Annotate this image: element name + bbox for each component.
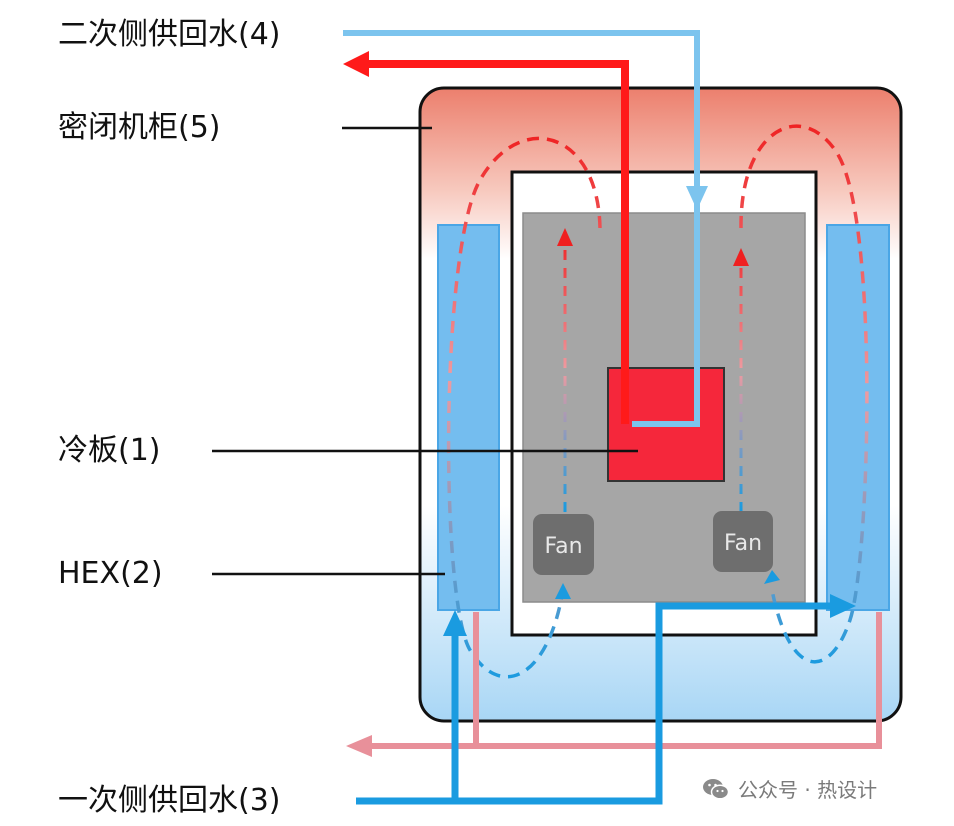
arrowhead-up-right xyxy=(733,248,749,266)
label-secondary-water: 二次侧供回水(4) xyxy=(58,17,281,52)
wechat-icon xyxy=(703,778,730,800)
primary-return-pipe xyxy=(370,612,882,749)
fan-right: Fan xyxy=(713,511,773,572)
air-loop-right xyxy=(739,124,869,664)
primary-supply-pipe xyxy=(356,602,832,805)
arrowhead-fan-in-left xyxy=(555,583,571,599)
arrowhead-secondary-return xyxy=(343,51,369,77)
secondary-supply-pipe xyxy=(343,30,700,427)
label-sealed-cabinet: 密闭机柜(5) xyxy=(58,110,221,145)
hex-right xyxy=(826,224,890,611)
secondary-return-pipe xyxy=(366,60,629,424)
arrowhead-up-left xyxy=(557,228,573,246)
label-primary-water: 一次侧供回水(3) xyxy=(58,783,281,818)
label-cold-plate: 冷板(1) xyxy=(58,433,161,468)
air-loop-left xyxy=(446,136,602,679)
arrowhead-secondary-supply xyxy=(686,186,708,210)
arrowhead-primary-supply-up xyxy=(443,610,467,636)
watermark: 公众号 · 热设计 xyxy=(702,774,877,803)
arrowhead-primary-supply-right xyxy=(830,594,856,618)
label-hex: HEX(2) xyxy=(58,556,163,591)
fan-left: Fan xyxy=(533,514,594,575)
fan-left-label: Fan xyxy=(544,534,582,559)
watermark-text: 公众号 · 热设计 xyxy=(738,778,878,802)
fan-right-label: Fan xyxy=(724,531,762,556)
arrowhead-primary-return xyxy=(346,735,372,757)
hex-left xyxy=(437,224,500,611)
arrowhead-fan-in-right xyxy=(764,570,780,584)
